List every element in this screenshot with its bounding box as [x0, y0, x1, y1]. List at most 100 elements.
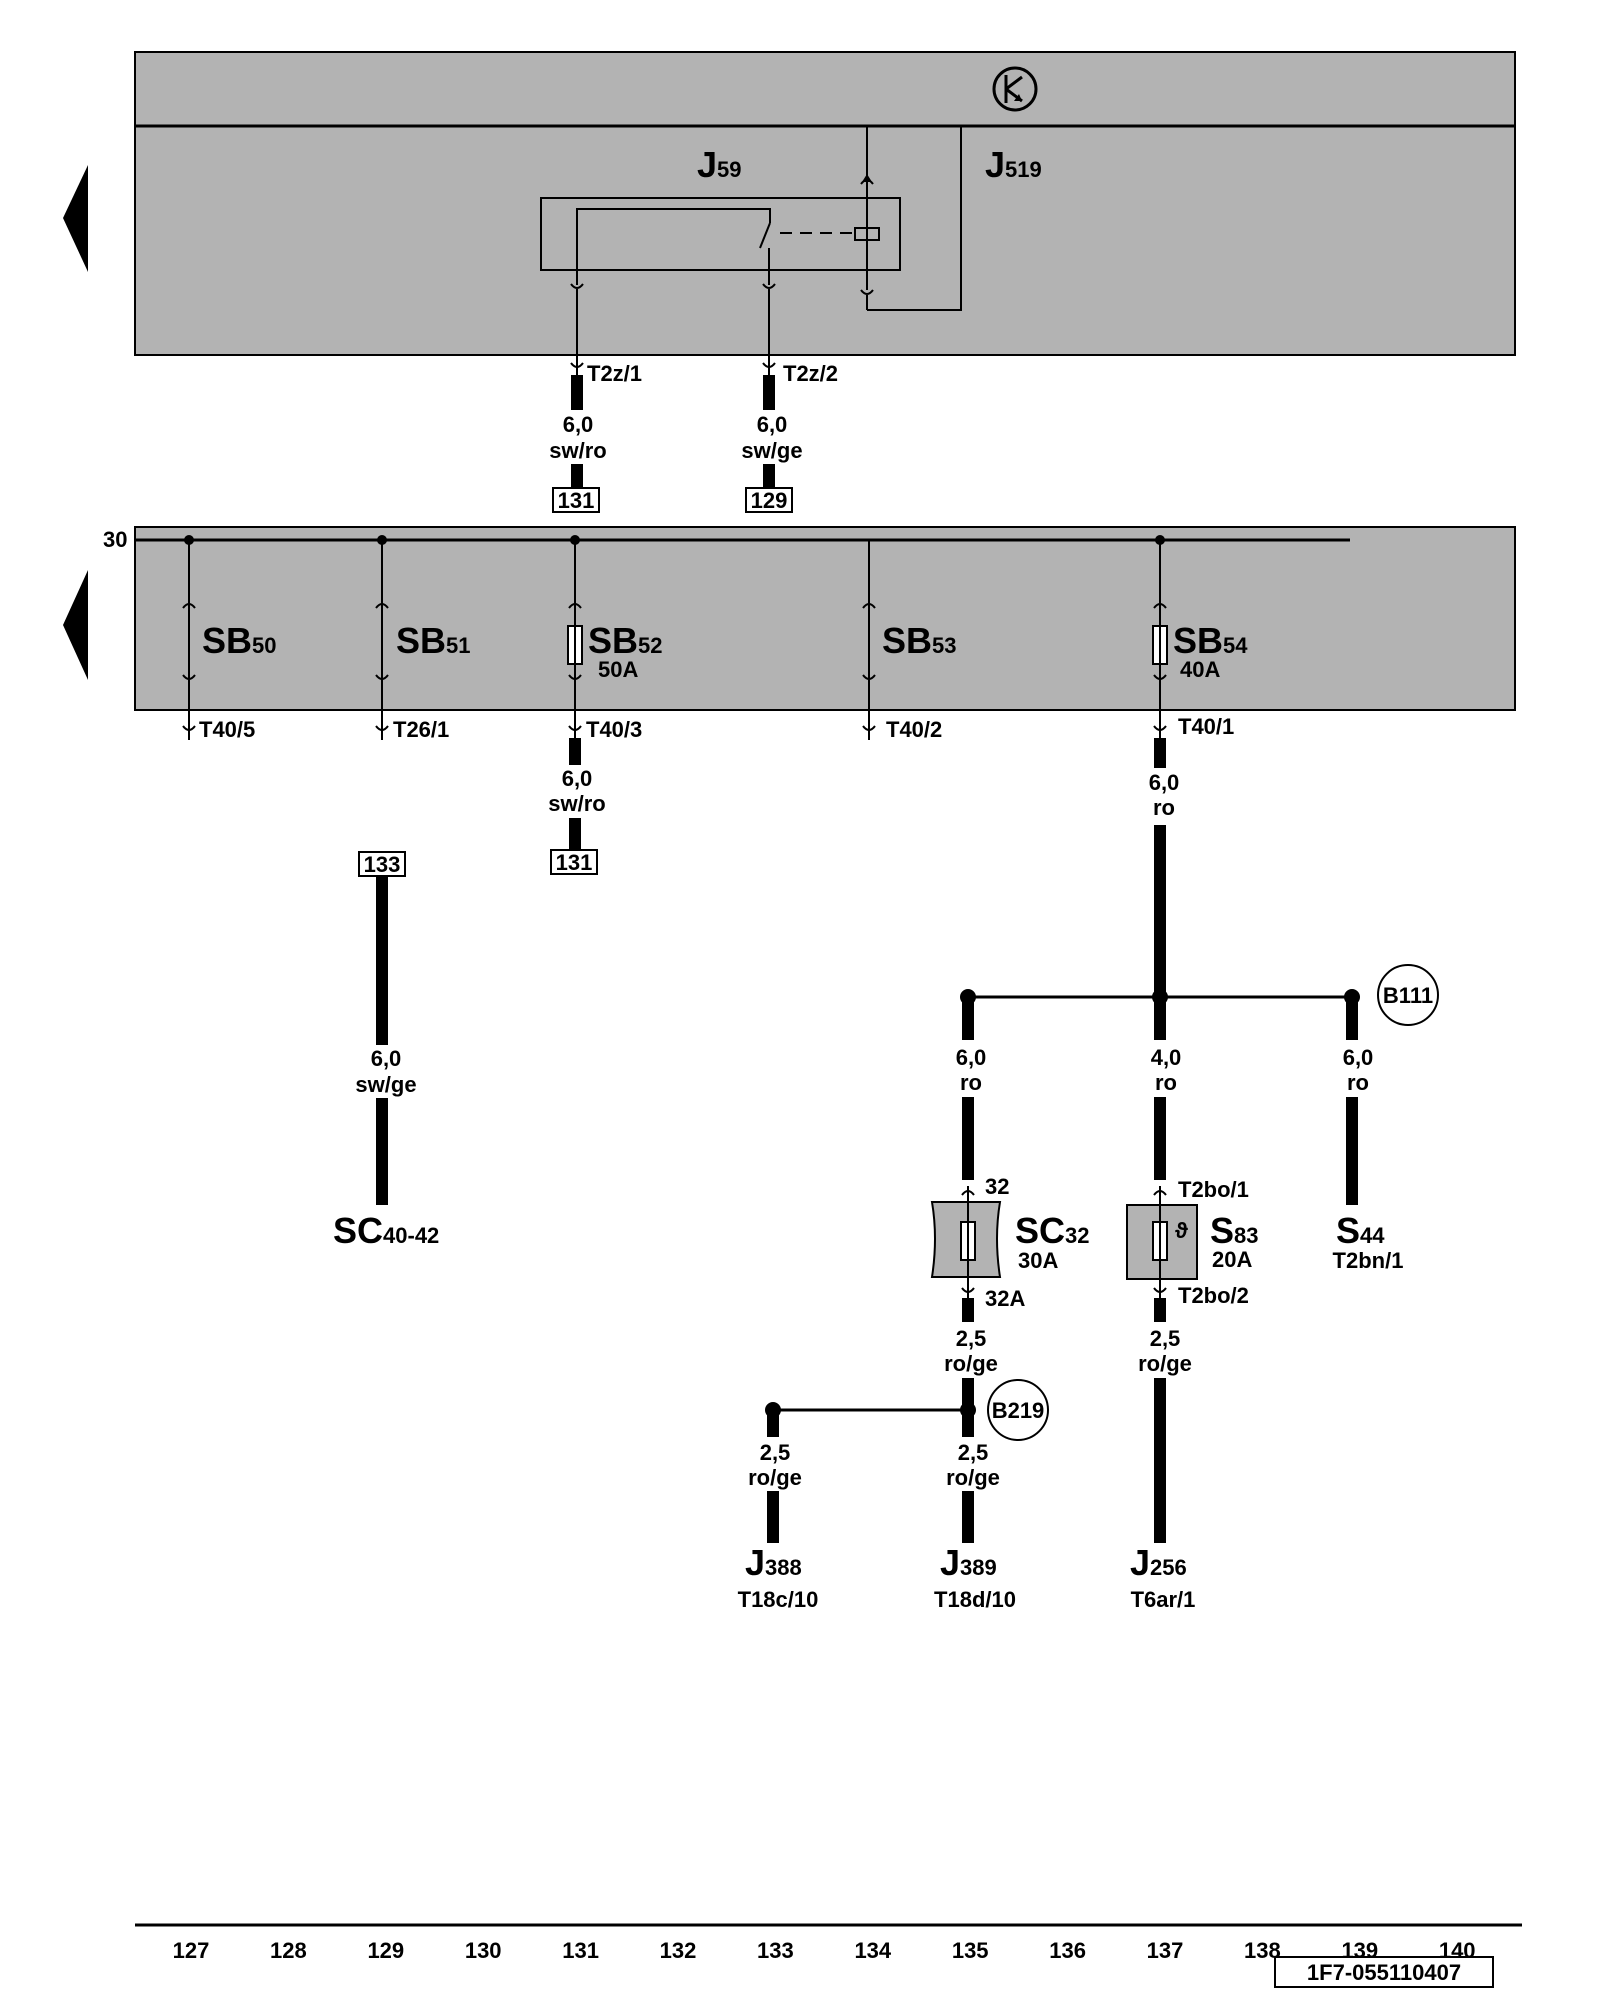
j519-internal-ground	[867, 126, 962, 311]
fuse-sb51-label: SB51	[396, 620, 471, 661]
s83-thermal-icon: ϑ	[1175, 1218, 1188, 1243]
breaker-s83-rating: 20A	[1212, 1247, 1252, 1272]
column-number: 133	[757, 1938, 794, 1963]
wire-w6-color: ro	[960, 1070, 982, 1095]
s83-terminal-bottom	[1153, 1287, 1167, 1293]
fuse-sb50-label: SB50	[202, 620, 277, 661]
column-number: 134	[854, 1938, 891, 1963]
j59-terminals	[570, 179, 874, 310]
fuse-sb54-rating: 40A	[1180, 657, 1220, 682]
page-arrow-left-bottom[interactable]	[63, 570, 88, 680]
breaker-s44-label: S44	[1336, 1210, 1385, 1251]
connector-pin32a: 32A	[985, 1286, 1025, 1311]
page-arrow-left-top[interactable]	[63, 165, 88, 272]
unit-j388-pin: T18c/10	[738, 1587, 819, 1612]
connector-t405: T40/5	[199, 717, 255, 742]
splice-b111-circle[interactable]	[1377, 964, 1439, 1026]
ref-129[interactable]: 129	[751, 488, 788, 513]
wire-w3-color: sw/ro	[548, 791, 605, 816]
ref-131-top[interactable]: 131	[558, 488, 595, 513]
fuse-sb52-rating: 50A	[598, 657, 638, 682]
column-number: 136	[1049, 1938, 1086, 1963]
j59-switch-blade	[759, 222, 771, 249]
wire-w8-color: ro	[1347, 1070, 1369, 1095]
wire-w10-size: 2,5	[760, 1440, 791, 1465]
wire-w5-size: 6,0	[371, 1046, 402, 1071]
fuse-sc4042-label: SC40-42	[333, 1210, 439, 1251]
fuse-sc32-label: SC32	[1015, 1210, 1090, 1251]
j59-relay-box	[540, 197, 901, 271]
column-number: 137	[1147, 1938, 1184, 1963]
electronic-module-icon	[992, 66, 1038, 112]
connector-pin32: 32	[985, 1174, 1009, 1199]
wire-w7-color: ro	[1155, 1070, 1177, 1095]
wire-w2-size: 6,0	[757, 412, 788, 437]
column-number: 132	[660, 1938, 697, 1963]
wire-w10-color: ro/ge	[748, 1465, 802, 1490]
wire-w5-color: sw/ge	[355, 1072, 416, 1097]
column-number: 130	[465, 1938, 502, 1963]
sc32-terminal-bottom	[961, 1287, 975, 1293]
unit-j256-label: J256	[1130, 1542, 1187, 1583]
breaker-s83-label: S83	[1210, 1210, 1259, 1251]
column-number: 127	[173, 1938, 210, 1963]
unit-j389-pin: T18d/10	[934, 1587, 1016, 1612]
connector-t2bo1: T2bo/1	[1178, 1177, 1249, 1202]
unit-j389-label: J389	[940, 1542, 997, 1583]
ref-131-bottom[interactable]: 131	[556, 850, 593, 875]
wire-w4-color: ro	[1153, 795, 1175, 820]
wire-w2-color: sw/ge	[741, 438, 802, 463]
fuse-sb53-label: SB53	[882, 620, 957, 661]
splice-b219-circle[interactable]	[987, 1379, 1049, 1441]
column-number: 128	[270, 1938, 307, 1963]
fuse-sc32-rating: 30A	[1018, 1248, 1058, 1273]
j519-housing	[134, 51, 1516, 356]
j59-label: J59	[697, 144, 742, 185]
t2z-terminal-marks	[570, 362, 776, 368]
unit-j256-pin: T6ar/1	[1131, 1587, 1196, 1612]
ref-133[interactable]: 133	[364, 852, 401, 877]
splice-b219[interactable]: B219	[992, 1398, 1045, 1423]
column-number: 131	[562, 1938, 599, 1963]
fuse-terminal-marks	[182, 603, 1167, 731]
wire-w6-size: 6,0	[956, 1045, 987, 1070]
fuse-carrier-panel	[134, 526, 1516, 711]
splice-b111[interactable]: B111	[1383, 983, 1433, 1008]
ref-box-131-bottom[interactable]	[550, 849, 598, 875]
j519-label: J519	[985, 144, 1042, 185]
ref-box-129[interactable]	[745, 487, 793, 513]
connector-t2bo2: T2bo/2	[1178, 1283, 1249, 1308]
wire-w1-color: sw/ro	[549, 438, 606, 463]
wire-w9-color: ro/ge	[944, 1351, 998, 1376]
column-number: 129	[367, 1938, 404, 1963]
wire-w1-size: 6,0	[563, 412, 594, 437]
connector-t402: T40/2	[886, 717, 942, 742]
terminal-30-label: 30	[103, 527, 127, 552]
j59-coil-arrow	[862, 174, 872, 182]
doc-number-box	[1274, 1956, 1494, 1988]
unit-j388-label: J388	[745, 1542, 802, 1583]
wire-w11-color: ro/ge	[946, 1465, 1000, 1490]
ref-box-131-top[interactable]	[552, 487, 600, 513]
column-number: 135	[952, 1938, 989, 1963]
wire-w9-size: 2,5	[956, 1326, 987, 1351]
doc-number: 1F7-055110407	[1307, 1960, 1461, 1985]
s83-breaker-body	[1126, 1204, 1198, 1280]
wire-w11-size: 2,5	[958, 1440, 989, 1465]
connector-t401: T40/1	[1178, 714, 1234, 739]
wire-w4-size: 6,0	[1149, 770, 1180, 795]
wire-w12-size: 2,5	[1150, 1326, 1181, 1351]
fuse-sb52-label: SB52	[588, 620, 663, 661]
wire-w12-color: ro/ge	[1138, 1351, 1192, 1376]
breaker-s44-pin: T2bn/1	[1333, 1248, 1404, 1273]
wire-w7-size: 4,0	[1151, 1045, 1182, 1070]
connector-t2z1: T2z/1	[587, 361, 642, 386]
connector-t403: T40/3	[586, 717, 642, 742]
fuse-sb54-label: SB54	[1173, 620, 1248, 661]
j59-contact-left	[576, 208, 771, 285]
wire-w3-size: 6,0	[562, 766, 593, 791]
connector-t261: T26/1	[393, 717, 449, 742]
connector-t2z2: T2z/2	[783, 361, 838, 386]
wire-w8-size: 6,0	[1343, 1045, 1374, 1070]
